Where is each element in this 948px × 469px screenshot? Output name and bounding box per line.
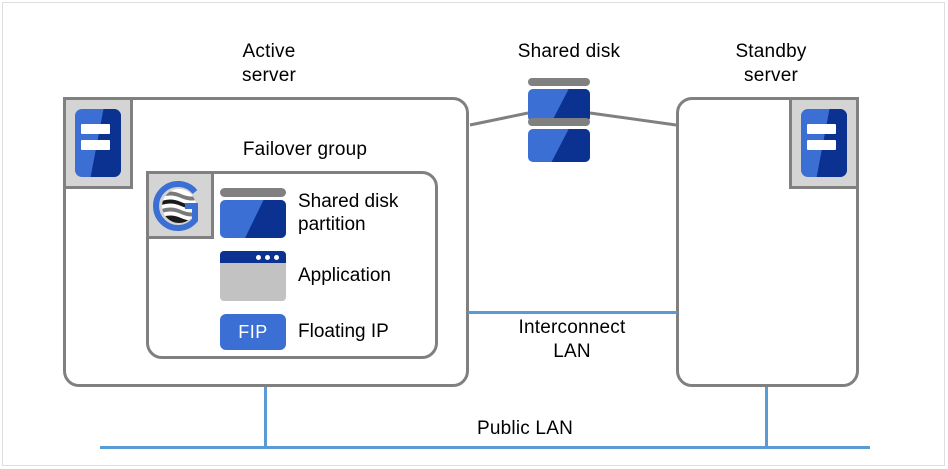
application-icon-dot-1 xyxy=(256,255,261,260)
server-icon-bar-top xyxy=(807,123,836,135)
public-lan-label: Public LAN xyxy=(477,418,573,439)
interconnect-lan-label: Interconnect LAN xyxy=(518,317,626,362)
server-icon xyxy=(75,109,121,177)
application-label: Application xyxy=(298,265,391,286)
active-server-icon-tile xyxy=(63,97,133,189)
shared-disk-partition-label: Shared disk partition xyxy=(298,191,399,235)
floating-ip-label: Floating IP xyxy=(298,321,389,342)
server-icon xyxy=(801,109,847,177)
cluster-logo-icon xyxy=(153,181,198,231)
shared-disk-icon-bottom xyxy=(528,118,590,162)
active-server-public-lan-drop xyxy=(264,387,267,447)
failover-group-box[interactable] xyxy=(146,171,438,359)
failover-group-logo-tile xyxy=(146,171,214,239)
shared-disk-top-cap xyxy=(528,78,590,86)
server-icon-bar-top xyxy=(81,123,110,135)
application-window-icon xyxy=(220,251,286,301)
shared-disk-label: Shared disk xyxy=(517,41,621,62)
disk-icon-shade xyxy=(245,200,286,238)
standby-server-public-lan-drop xyxy=(765,387,768,447)
active-server-label: Active server xyxy=(242,41,296,86)
shared-disk-bottom-body xyxy=(528,128,590,162)
interconnect-lan-line xyxy=(468,311,677,314)
server-icon-bar-bottom xyxy=(81,140,110,151)
application-icon-titlebar xyxy=(220,251,286,263)
shared-disk-top-shade xyxy=(551,88,590,122)
shared-disk-bottom-cap xyxy=(528,118,590,126)
failover-group-label: Failover group xyxy=(242,139,368,160)
disk-icon-cap xyxy=(220,188,286,197)
disk-icon-body xyxy=(220,200,286,238)
shared-disk-top-body xyxy=(528,88,590,122)
shared-disk-bottom-shade xyxy=(551,128,590,162)
server-icon-bar-bottom xyxy=(807,140,836,151)
shared-disk-icon-top xyxy=(528,78,590,122)
standby-server-icon-tile xyxy=(789,97,859,189)
fip-badge-icon: FIP xyxy=(220,314,286,350)
standby-server-label: Standby server xyxy=(735,41,807,86)
application-icon-dot-3 xyxy=(274,255,279,260)
application-icon-dot-2 xyxy=(265,255,270,260)
public-lan-line xyxy=(100,446,870,449)
disk-icon xyxy=(220,188,286,238)
